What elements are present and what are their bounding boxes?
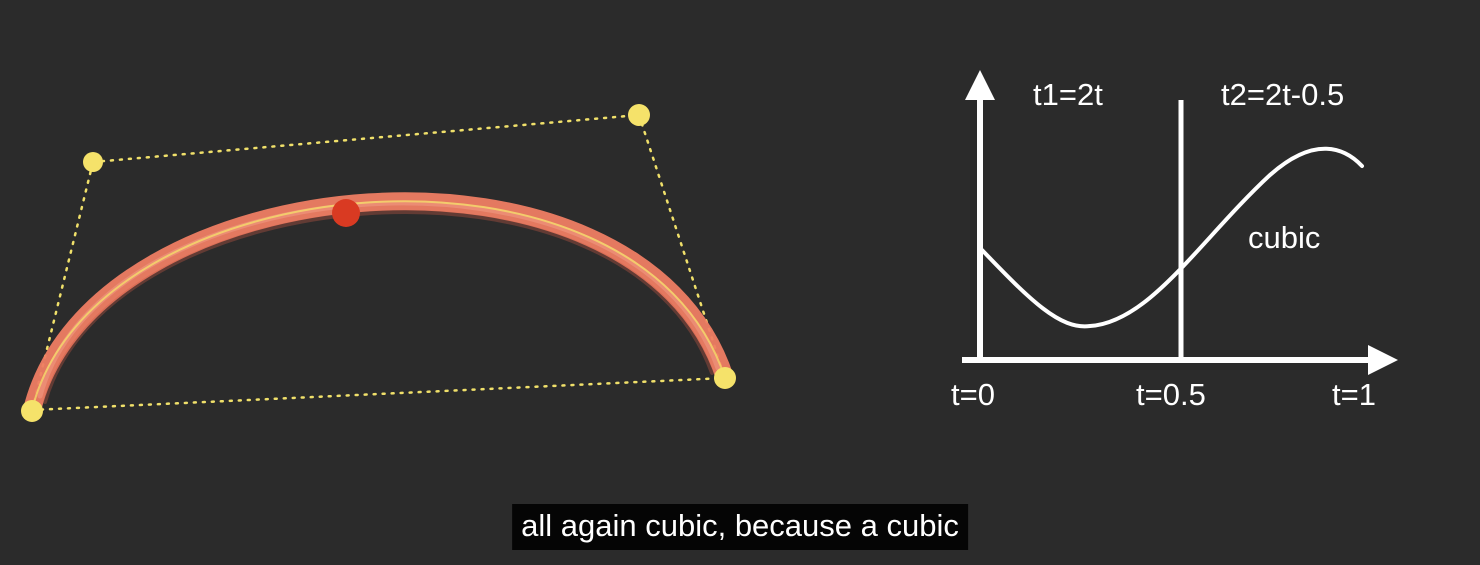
- control-polygon: [30, 113, 727, 412]
- bezier-curve-brush-stroke: [23, 192, 734, 419]
- graph-cubic-curve: [980, 146, 1364, 329]
- split-point: [332, 199, 360, 227]
- parameter-graph: t1=2t t2=2t-0.5 cubic t=0 t=0.5 t=1: [951, 70, 1398, 412]
- control-point-p0: [21, 400, 43, 422]
- bezier-curve-brush-texture-1: [37, 200, 721, 399]
- graph-tick-label-start: t=0: [951, 377, 995, 412]
- control-polygon-edge-2: [91, 113, 641, 164]
- bezier-curve-center-line: [31, 200, 726, 411]
- control-point-p2: [628, 104, 650, 126]
- graph-second-piece-label: t2=2t-0.5: [1221, 77, 1344, 112]
- subtitle-caption: all again cubic, because a cubic: [512, 504, 968, 550]
- graph-curve-label: cubic: [1248, 220, 1320, 255]
- graph-first-piece-label: t1=2t: [1033, 77, 1103, 112]
- control-point-p3: [714, 367, 736, 389]
- control-polygon-edge-3: [637, 113, 727, 380]
- bezier-curve: [23, 192, 734, 419]
- bezier-curve-brush-texture-2: [43, 210, 714, 404]
- graph-tick-label-end: t=1: [1332, 377, 1376, 412]
- control-point-p1: [83, 152, 103, 172]
- control-polygon-closing-edge: [30, 376, 727, 412]
- bezier-diagram: [21, 104, 736, 422]
- control-polygon-edge-1: [30, 160, 95, 412]
- graph-tick-label-mid: t=0.5: [1136, 377, 1206, 412]
